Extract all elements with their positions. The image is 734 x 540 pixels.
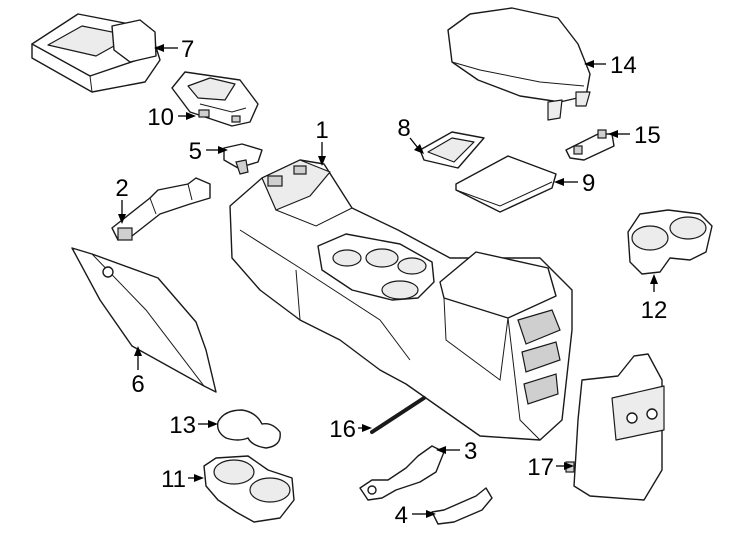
callout-label: 11 bbox=[161, 466, 186, 493]
callout-label: 1 bbox=[315, 117, 328, 144]
callout-10: 10 bbox=[147, 104, 196, 131]
callout-label: 3 bbox=[464, 438, 477, 465]
callout-4: 4 bbox=[395, 502, 436, 529]
callout-label: 8 bbox=[397, 115, 410, 142]
callout-2: 2 bbox=[115, 175, 129, 224]
callout-13: 13 bbox=[169, 412, 218, 439]
callout-label: 6 bbox=[131, 371, 144, 398]
callout-12: 12 bbox=[641, 274, 668, 324]
part-7-storage-tray bbox=[31, 13, 161, 93]
callout-label: 15 bbox=[634, 122, 661, 149]
callout-label: 5 bbox=[189, 138, 202, 165]
callout-3: 3 bbox=[436, 438, 477, 465]
part-16-rod bbox=[370, 396, 426, 434]
part-2-bracket bbox=[111, 177, 211, 241]
callout-label: 14 bbox=[610, 52, 637, 79]
callout-label: 2 bbox=[115, 175, 128, 202]
callout-5: 5 bbox=[189, 138, 228, 165]
callout-label: 12 bbox=[641, 297, 668, 324]
part-14-armrest-lid bbox=[447, 7, 591, 121]
callout-label: 13 bbox=[169, 412, 196, 439]
callout-1: 1 bbox=[315, 117, 329, 166]
part-1-console-body bbox=[229, 159, 573, 441]
part-9-mat bbox=[455, 155, 557, 213]
part-5-switch bbox=[223, 143, 263, 175]
part-3-bracket bbox=[359, 445, 445, 501]
part-15-latch-clip bbox=[565, 129, 615, 161]
callout-7: 7 bbox=[154, 36, 194, 63]
callout-label: 4 bbox=[395, 502, 408, 529]
callout-label: 17 bbox=[527, 454, 554, 481]
part-11-cup-holder bbox=[203, 455, 295, 523]
callout-15: 15 bbox=[608, 122, 661, 149]
part-13-cup-mat bbox=[216, 409, 281, 449]
callout-11: 11 bbox=[161, 466, 204, 493]
callout-17: 17 bbox=[527, 454, 574, 481]
callout-label: 16 bbox=[329, 416, 356, 443]
callout-8: 8 bbox=[397, 115, 424, 154]
callout-6: 6 bbox=[131, 346, 145, 398]
callout-9: 9 bbox=[554, 170, 595, 197]
part-10-shifter-bezel bbox=[171, 71, 259, 127]
part-17-rear-panel bbox=[565, 353, 665, 501]
callout-14: 14 bbox=[584, 52, 637, 79]
callout-label: 7 bbox=[181, 36, 194, 63]
part-8-mat bbox=[419, 131, 485, 169]
callout-16: 16 bbox=[329, 416, 372, 443]
part-4-bracket bbox=[431, 487, 493, 525]
part-12-cup-holder bbox=[627, 209, 713, 275]
part-6-side-panel bbox=[71, 247, 217, 393]
callout-label: 10 bbox=[147, 104, 174, 131]
callout-label: 9 bbox=[582, 170, 595, 197]
